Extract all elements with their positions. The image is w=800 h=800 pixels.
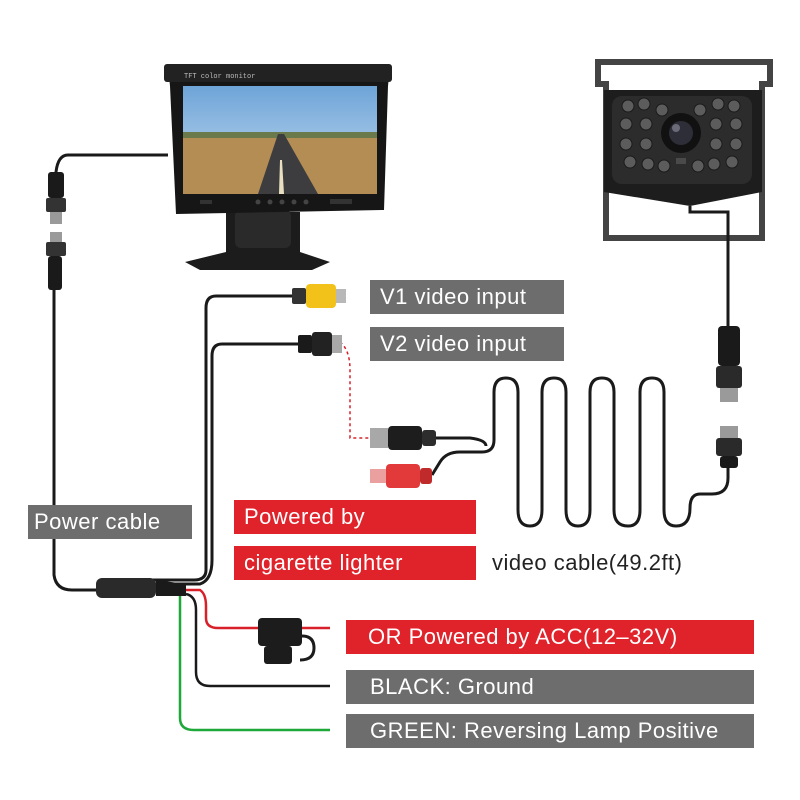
power-cable-label: Power cable (28, 505, 192, 539)
v2-video-input-label: V2 video input (370, 327, 564, 361)
powered-by-label: Powered by (234, 500, 476, 534)
green-lamp-label: GREEN: Reversing Lamp Positive (346, 714, 754, 748)
connection-hint-line (339, 341, 370, 439)
connector-icon (46, 172, 742, 598)
black-ground-label: BLACK: Ground (346, 670, 754, 704)
green-lamp-wire (178, 596, 330, 732)
monitor-icon (164, 64, 392, 270)
black-ground-wire (185, 592, 330, 688)
acc-power-label: OR Powered by ACC(12–32V) (346, 620, 754, 654)
fuse-icon (258, 618, 316, 664)
power-cable-wire (54, 153, 168, 190)
cigarette-lighter-label: cigarette lighter (234, 546, 476, 580)
camera-icon (595, 59, 773, 241)
red-acc-wire (186, 588, 330, 630)
v1-video-input-label: V1 video input (370, 280, 564, 314)
video-cable-wire (430, 376, 730, 528)
monitor-brand-text: TFT color monitor (184, 73, 255, 81)
video-cable-label: video cable(49.2ft) (492, 550, 683, 575)
